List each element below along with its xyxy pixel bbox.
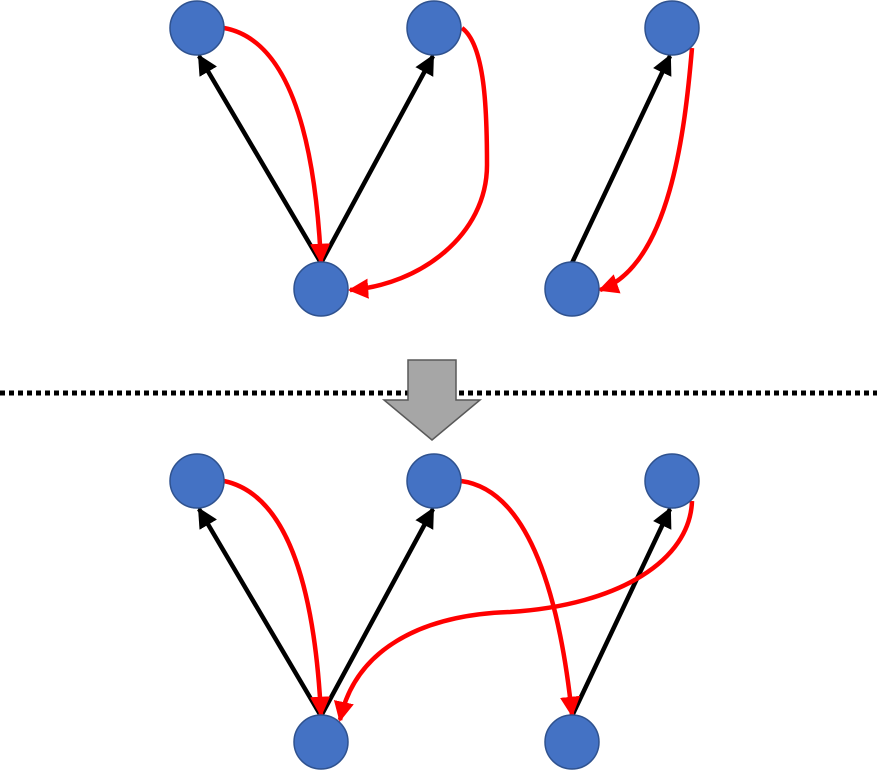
top-node-a [169,0,225,56]
top-node-e [544,261,600,317]
bottom-red-edge-a-d [223,478,331,718]
bottom-node-a [169,453,225,509]
top-black-edge-d-b [319,54,435,265]
bottom-black-edge-d-a [197,507,323,718]
bottom-node-b [406,453,462,509]
bottom-red-edge-b-e [460,478,581,718]
bottom-black-edge-e-c [569,507,673,717]
top-black-edge-d-a [197,54,323,265]
transform-down-arrow-icon [381,359,483,441]
bottom-node-e [544,714,600,770]
bottom-graph [169,453,700,770]
bottom-red-edge-c-d [333,500,695,722]
top-black-edge-e-c [569,54,673,264]
top-red-edge-a-d [223,25,331,265]
top-graph [169,0,700,317]
top-red-edge-b-d [347,26,490,299]
top-node-b [406,0,462,56]
bottom-node-d [293,714,349,770]
top-node-c [644,0,700,56]
top-red-edge-c-e [598,47,695,294]
bottom-black-edge-d-b [319,507,435,718]
bottom-node-c [644,453,700,509]
top-node-d [293,261,349,317]
